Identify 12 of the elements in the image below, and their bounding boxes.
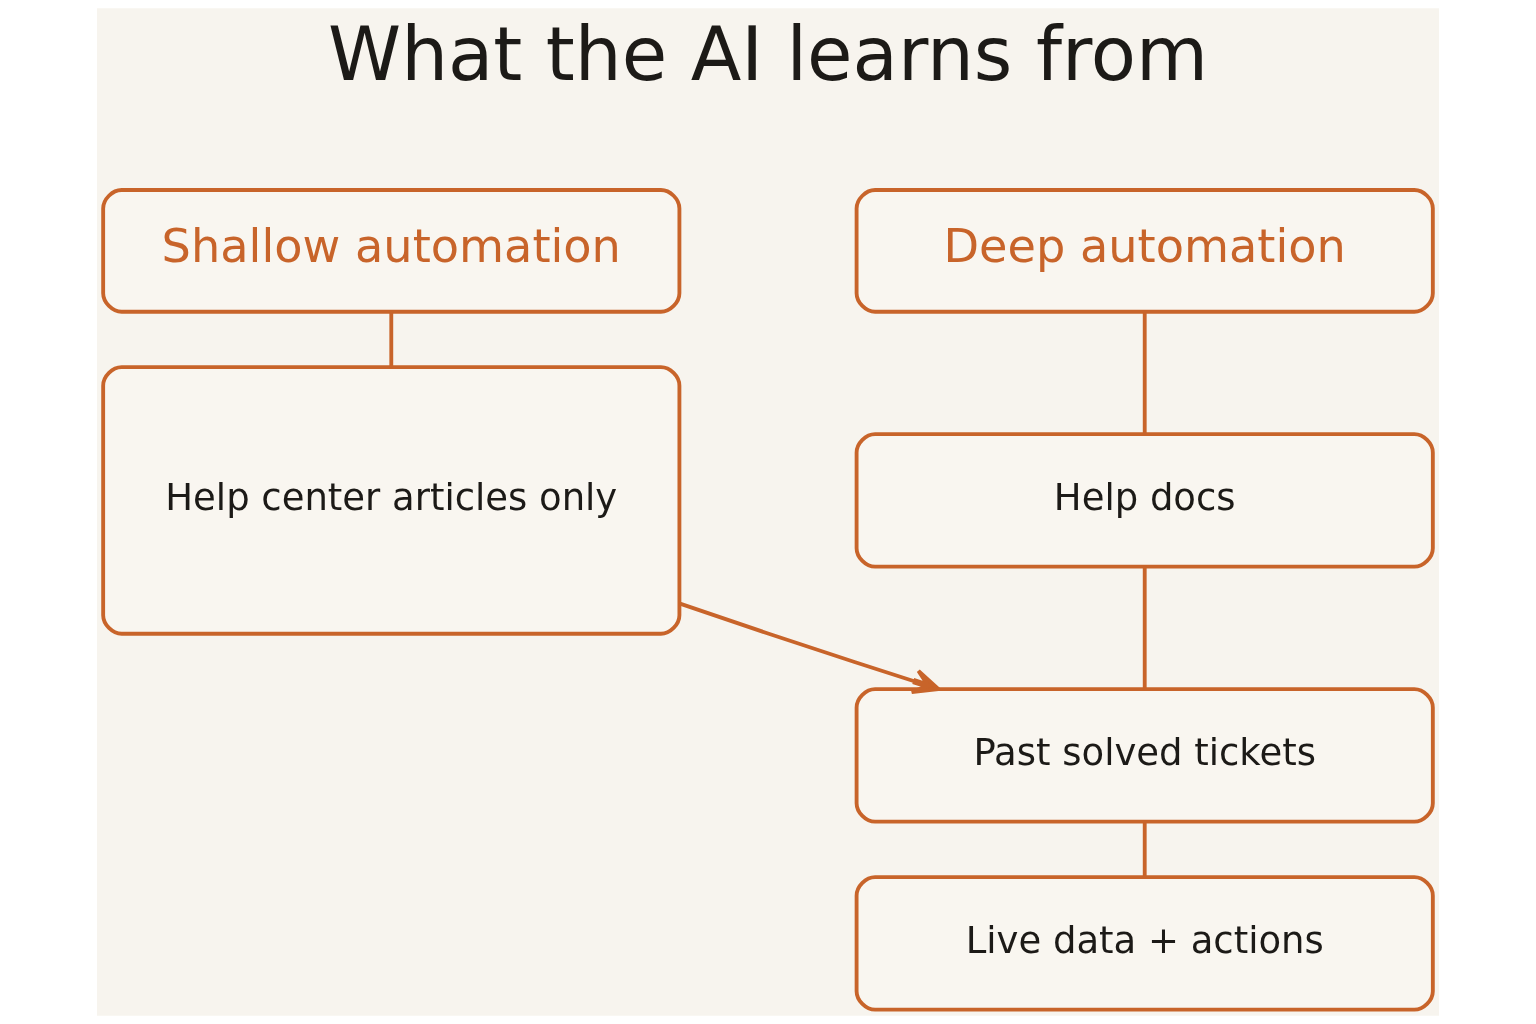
node-box: Live data + actions xyxy=(854,875,1435,1012)
connector xyxy=(389,312,394,368)
node-box: Shallow automation xyxy=(101,188,682,314)
connector xyxy=(1142,312,1147,435)
arrow xyxy=(678,601,941,695)
node-box: Past solved tickets xyxy=(854,687,1435,824)
diagram-title: What the AI learns from xyxy=(328,10,1208,97)
node-box: Help docs xyxy=(854,432,1435,569)
node-box: Deep automation xyxy=(854,188,1435,314)
node-box: Help center articles only xyxy=(101,365,682,636)
connector xyxy=(1142,566,1147,689)
connector xyxy=(1142,822,1147,877)
